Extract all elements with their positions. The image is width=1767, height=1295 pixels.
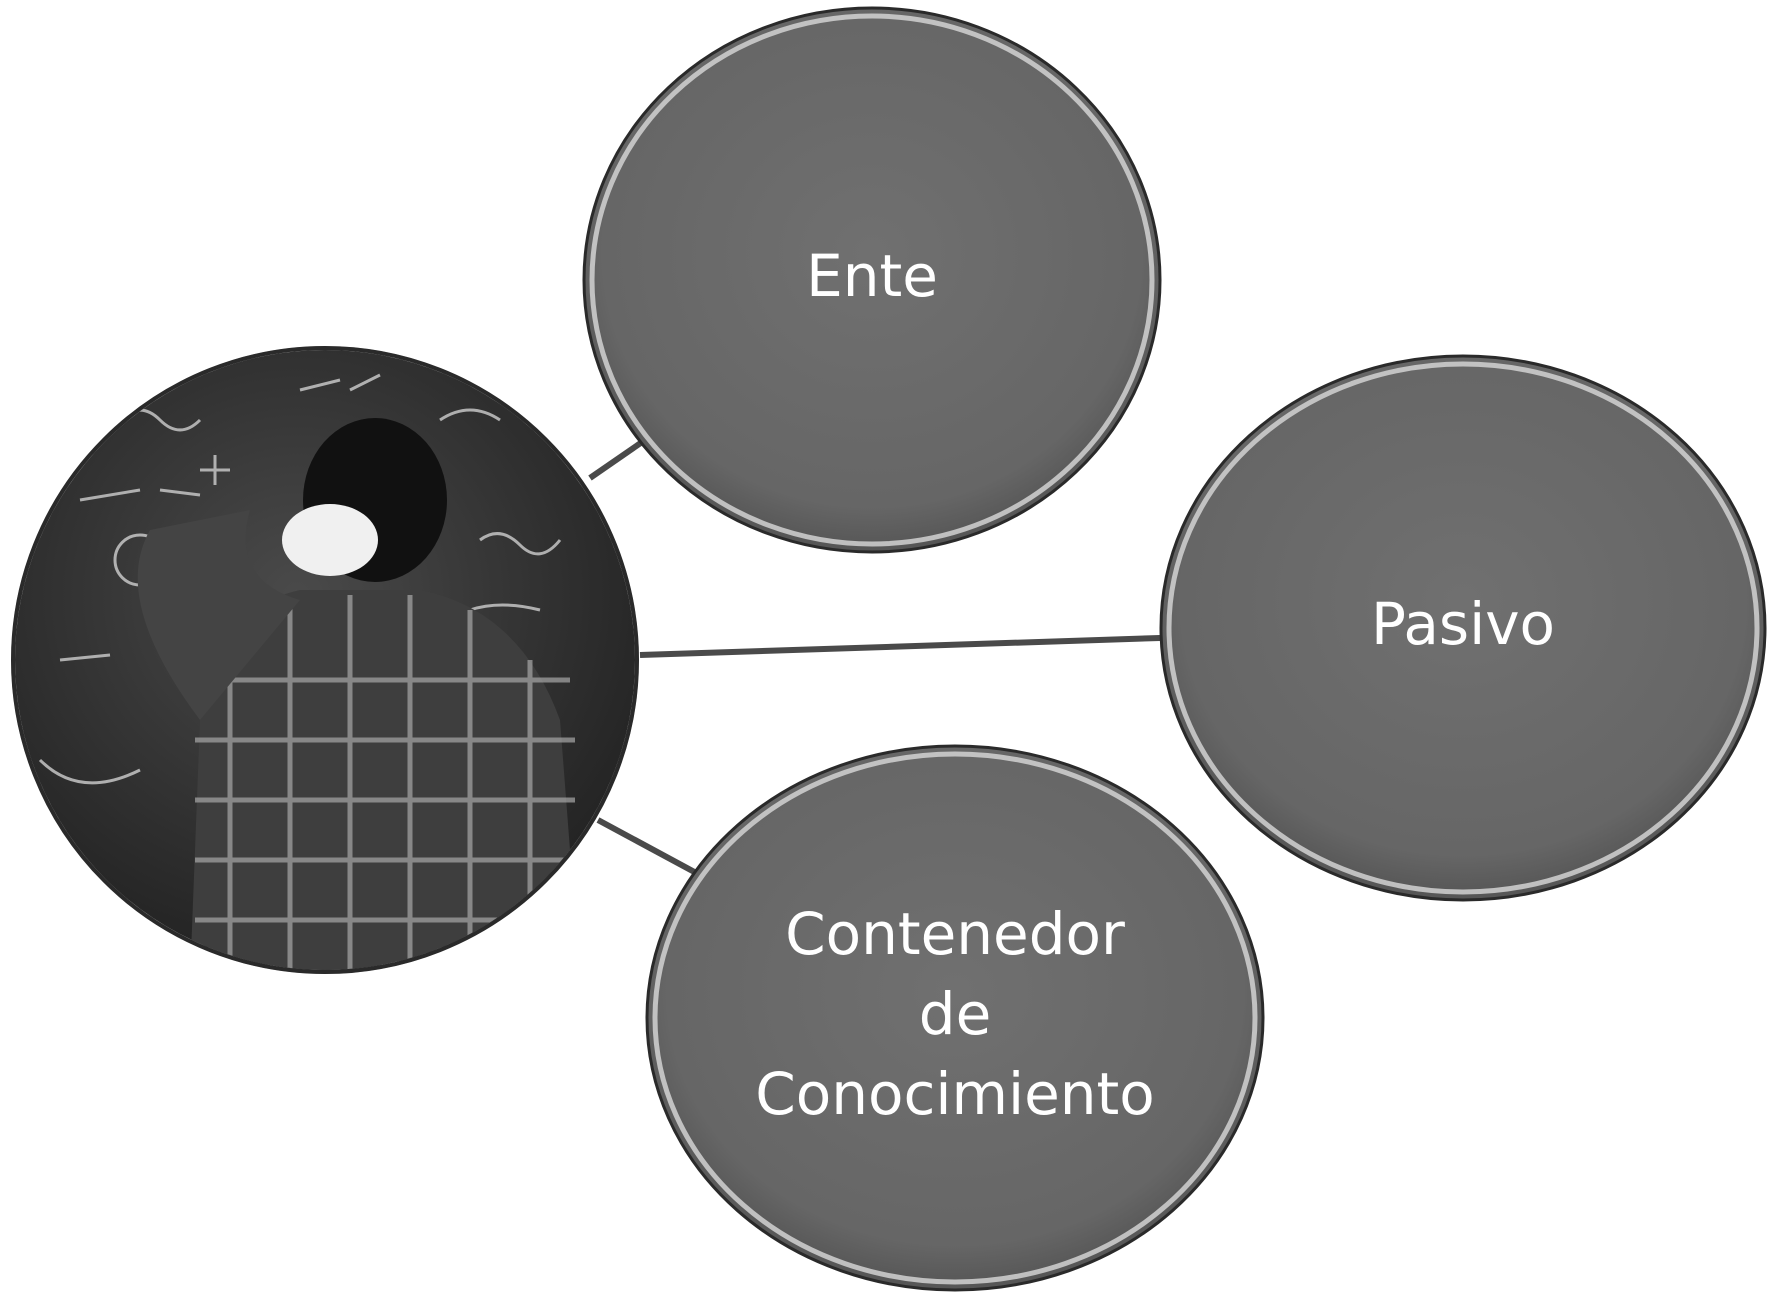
node-contenedor-label-line: Contenedor — [785, 900, 1125, 968]
node-ente-label: Ente — [806, 242, 938, 310]
node-contenedor-label-line: Conocimiento — [755, 1060, 1155, 1128]
node-ente-label-line: Ente — [806, 242, 938, 310]
connector-lines — [588, 437, 1161, 878]
node-ente: Ente — [582, 6, 1162, 554]
person-figure — [137, 418, 580, 970]
connector-contenedor — [596, 817, 702, 878]
connector-ente — [588, 437, 647, 481]
connector-pasivo — [639, 635, 1161, 658]
node-pasivo: Pasivo — [1159, 354, 1767, 902]
central-photo — [11, 346, 639, 974]
node-pasivo-label-line: Pasivo — [1371, 590, 1555, 658]
node-pasivo-label: Pasivo — [1371, 590, 1555, 658]
node-contenedor-label-line: de — [919, 980, 992, 1048]
